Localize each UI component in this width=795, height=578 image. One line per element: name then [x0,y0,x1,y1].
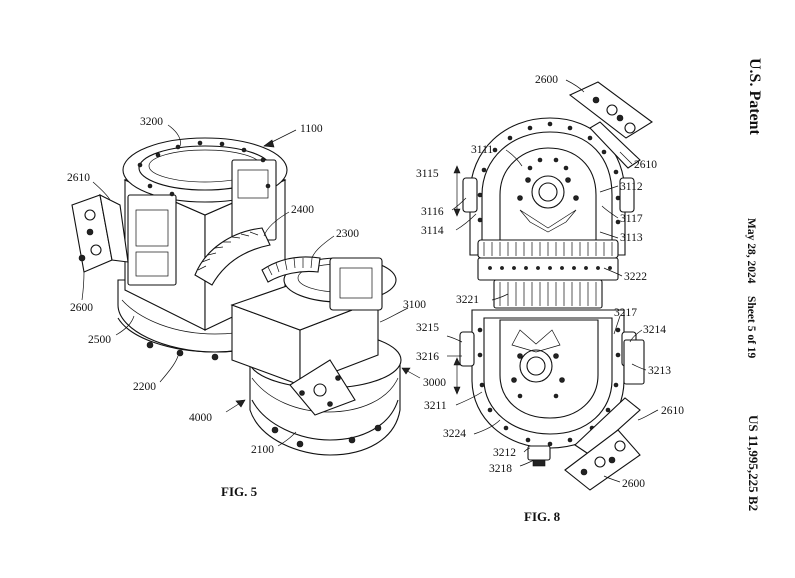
fig8-label: 3212 [493,447,516,459]
fig8-label: 3111 [471,144,493,156]
fig8-label: 3217 [614,307,637,319]
fig8-label: 2600 [622,478,645,490]
patent-header: U.S. Patent May 28, 2024 Sheet 5 of 19 U… [745,58,763,511]
fig5-label: 2500 [88,334,111,346]
fig8-label: 3222 [624,271,647,283]
fig5-caption: FIG. 5 [221,484,258,499]
fig8-label: 3215 [416,322,439,334]
fig8-label: 3213 [648,365,671,377]
fig8-lower-holes [477,327,621,447]
fig5-ring-bolts [137,140,271,197]
fig8-label: 3211 [424,400,447,412]
fig8-label: 3114 [421,225,444,237]
fig8-label: 3216 [416,351,439,363]
fig5-label: 1100 [300,123,323,135]
fig5-label: 2200 [133,381,156,393]
fig8-label: 2610 [661,405,684,417]
header-patent-number: US 11,995,225 B2 [746,415,761,511]
fig8-label: 3224 [443,428,466,440]
fig8-label: 3116 [421,206,444,218]
fig8-label: 3112 [620,181,643,193]
fig5-label: 3000 [423,377,446,389]
fig5-label: 2300 [336,228,359,240]
fig5-label: 3100 [403,299,426,311]
fig8-labels: 2600 2610 3111 3115 3116 3114 3112 3117 … [416,74,684,490]
fig8-leaders [446,79,659,483]
fig8-label: 2600 [535,74,558,86]
fig8-label: 2610 [634,159,657,171]
fig5-label: 2610 [67,172,90,184]
fig8-mid-dots [488,266,612,270]
fig8-label: 3115 [416,168,439,180]
header-date: May 28, 2024 [745,218,757,284]
header-sheet: Sheet 5 of 19 [745,296,757,359]
fig8-label: 3117 [620,213,643,225]
fig5-label: 3200 [140,116,163,128]
fig5-label: 2100 [251,444,274,456]
fig5-labels: 1100 3200 2610 2600 2500 2200 2400 2300 … [67,116,446,456]
fig8-caption: FIG. 8 [524,509,561,524]
fig5-drawing [71,129,421,456]
header-publisher: U.S. Patent [746,58,763,136]
fig8-label: 3221 [456,294,479,306]
fig5-label: 2400 [291,204,314,216]
fig5-label: 4000 [189,412,212,424]
fig5-label: 2600 [70,302,93,314]
fig8-label: 3214 [643,324,666,336]
fig8-upper-holes [477,121,621,225]
fig5-leaders [81,124,409,447]
fig8-label: 3218 [489,463,512,475]
fig8-label: 3113 [620,232,643,244]
